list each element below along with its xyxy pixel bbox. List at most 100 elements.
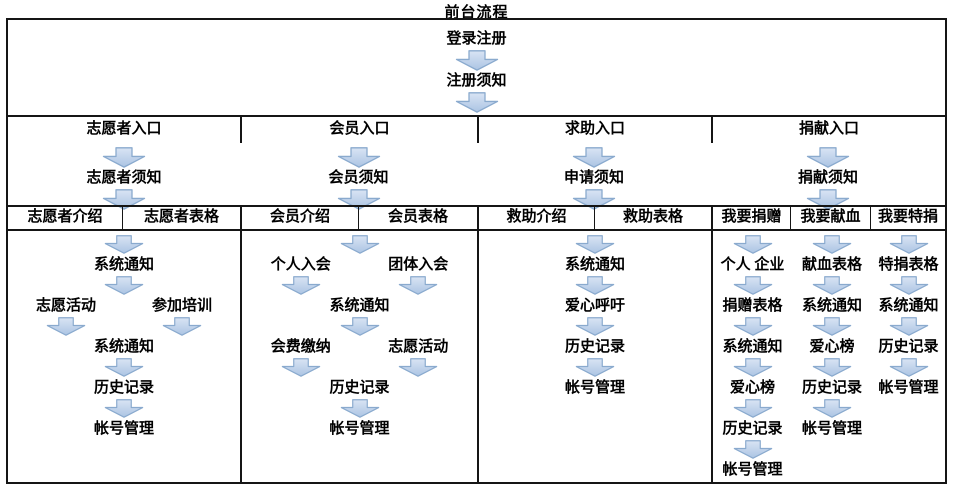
- down-arrow-icon: [340, 317, 380, 336]
- subheader-rescue-intro: 救助介绍: [477, 207, 594, 229]
- node-special-form: 特捐表格: [878, 257, 939, 273]
- node-system-notice: 系统通知: [801, 298, 862, 314]
- down-arrow-icon: [455, 92, 499, 113]
- node-history: 历史记录: [801, 380, 862, 396]
- subheader-i-want-blood: 我要献血: [790, 207, 870, 229]
- down-arrow-icon: [337, 147, 381, 168]
- branch-cell: 会费缴纳: [242, 339, 360, 380]
- down-arrow-icon: [162, 317, 202, 336]
- node-fee-payment: 会费缴纳: [270, 339, 331, 355]
- down-arrow-icon: [102, 147, 146, 168]
- flow-column-volunteer: 系统通知 志愿活动 参加培训 系统通知 历史记录 帐号管理: [8, 231, 240, 482]
- node-volunteer-activity: 志愿活动: [388, 339, 449, 355]
- notice-group-donation: 捐献须知: [711, 143, 945, 205]
- notice-group-member: 会员须知: [240, 143, 477, 205]
- down-arrow-icon: [733, 440, 773, 459]
- down-arrow-icon: [575, 235, 615, 254]
- node-register-notice: 注册须知: [446, 73, 507, 89]
- down-arrow-icon: [575, 358, 615, 377]
- down-arrow-icon: [455, 50, 499, 71]
- node-donate-form: 捐赠表格: [722, 298, 783, 314]
- node-history: 历史记录: [329, 380, 390, 396]
- flow-column-help: 系统通知 爱心呼吁 历史记录 帐号管理: [477, 231, 711, 482]
- branch-cell: 志愿活动: [360, 339, 478, 380]
- down-arrow-icon: [733, 317, 773, 336]
- header-volunteer-entry: 志愿者入口: [86, 121, 162, 137]
- node-system-notice: 系统通知: [878, 298, 939, 314]
- down-arrow-icon: [812, 235, 852, 254]
- node-account-manage: 帐号管理: [329, 421, 390, 437]
- node-history: 历史记录: [878, 339, 939, 355]
- subheader-row: 志愿者介绍 志愿者表格 会员介绍 会员表格 救助介绍 救助表格 我要捐赠 我要献…: [8, 205, 945, 229]
- down-arrow-icon: [733, 235, 773, 254]
- node-account-manage: 帐号管理: [801, 421, 862, 437]
- down-arrow-icon: [398, 358, 438, 377]
- down-arrow-icon: [104, 358, 144, 377]
- down-arrow-icon: [733, 358, 773, 377]
- node-login-register: 登录注册: [446, 31, 507, 47]
- node-blood-form: 献血表格: [801, 257, 862, 273]
- track-special: 特捐表格 系统通知 历史记录 帐号管理: [872, 231, 945, 397]
- node-system-notice: 系统通知: [564, 257, 625, 273]
- down-arrow-icon: [46, 317, 86, 336]
- subheader-rescue-form: 救助表格: [594, 207, 711, 229]
- down-arrow-icon: [889, 276, 929, 295]
- down-arrow-icon: [889, 235, 929, 254]
- down-arrow-icon: [575, 276, 615, 295]
- down-arrow-icon: [398, 276, 438, 295]
- notice-group-apply: 申请须知: [477, 143, 711, 205]
- down-arrow-icon: [104, 235, 144, 254]
- branch-cell: 参加培训: [124, 298, 240, 339]
- subheader-member-intro: 会员介绍: [240, 207, 358, 229]
- node-system-notice: 系统通知: [93, 339, 154, 355]
- node-personal-join: 个人入会: [270, 257, 331, 273]
- node-history: 历史记录: [564, 339, 625, 355]
- node-join-training: 参加培训: [151, 298, 212, 314]
- top-flow-band: 登录注册 注册须知: [8, 20, 945, 115]
- down-arrow-icon: [340, 235, 380, 254]
- subheader-i-want-special: 我要特捐: [870, 207, 945, 229]
- down-arrow-icon: [104, 399, 144, 418]
- node-volunteer-activity: 志愿活动: [35, 298, 96, 314]
- node-history: 历史记录: [93, 380, 154, 396]
- node-love-list: 爱心榜: [729, 380, 775, 396]
- branch-volunteer: 志愿活动 参加培训: [8, 298, 240, 339]
- branch-member-join: 个人入会 团体入会: [242, 257, 477, 298]
- down-arrow-icon: [806, 147, 850, 168]
- down-arrow-icon: [733, 399, 773, 418]
- down-arrow-icon: [340, 399, 380, 418]
- node-account-manage: 帐号管理: [564, 380, 625, 396]
- node-volunteer-notice: 志愿者须知: [86, 170, 162, 186]
- down-arrow-icon: [572, 147, 616, 168]
- node-account-manage: 帐号管理: [722, 462, 783, 478]
- flow-column-member: 个人入会 团体入会 系统通知 会费缴纳 志愿活动: [240, 231, 477, 482]
- down-arrow-icon: [281, 276, 321, 295]
- subheader-i-want-donate: 我要捐赠: [711, 207, 790, 229]
- node-donation-notice: 捐献须知: [797, 170, 858, 186]
- entry-header-row: 志愿者入口 会员入口 求助入口 捐献入口: [8, 115, 945, 143]
- page-title: 前台流程: [444, 5, 509, 21]
- node-group-join: 团体入会: [388, 257, 449, 273]
- track-donate: 个人 企业 捐赠表格 系统通知 爱心榜 历史记录 帐号管理: [713, 231, 792, 479]
- node-account-manage: 帐号管理: [93, 421, 154, 437]
- down-arrow-icon: [812, 358, 852, 377]
- header-member-entry: 会员入口: [240, 117, 477, 143]
- subheader-volunteer-form: 志愿者表格: [122, 207, 240, 229]
- node-love-list: 爱心榜: [809, 339, 855, 355]
- subheader-member-form: 会员表格: [358, 207, 477, 229]
- header-help-entry: 求助入口: [477, 117, 711, 143]
- flow-area: 系统通知 志愿活动 参加培训 系统通知 历史记录 帐号管理: [8, 229, 945, 482]
- node-account-manage: 帐号管理: [878, 380, 939, 396]
- node-personal-enterprise: 个人 企业: [720, 257, 785, 273]
- node-apply-notice: 申请须知: [563, 170, 624, 186]
- branch-cell: 团体入会: [360, 257, 478, 298]
- down-arrow-icon: [889, 317, 929, 336]
- branch-member-actions: 会费缴纳 志愿活动: [242, 339, 477, 380]
- branch-cell: 个人入会: [242, 257, 360, 298]
- track-blood: 献血表格 系统通知 爱心榜 历史记录 帐号管理: [792, 231, 872, 438]
- notice-group-volunteer: 志愿者须知: [8, 143, 240, 205]
- node-member-notice: 会员须知: [328, 170, 389, 186]
- down-arrow-icon: [575, 317, 615, 336]
- flow-column-donation: 个人 企业 捐赠表格 系统通知 爱心榜 历史记录 帐号管理 献血表格: [711, 231, 945, 482]
